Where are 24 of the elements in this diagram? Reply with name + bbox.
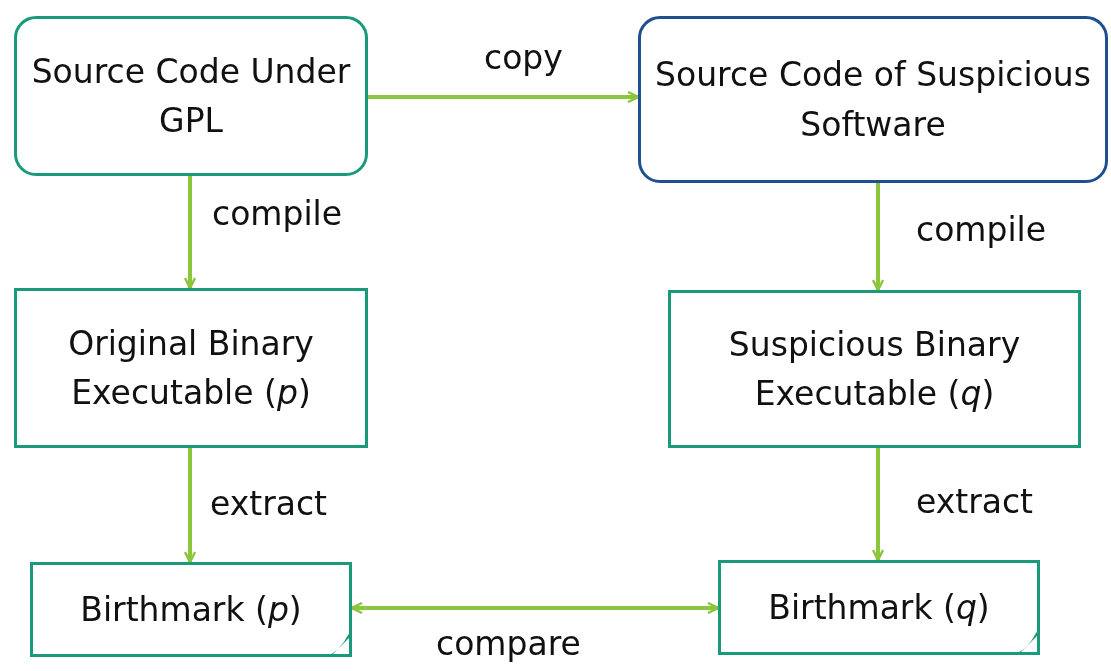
note-box	[718, 560, 1040, 655]
node-text: Suspicious Binary Executable (q)	[727, 323, 1022, 415]
arrow	[183, 176, 197, 290]
edge-label: compile	[916, 210, 1047, 249]
arrow	[871, 183, 885, 292]
arrow	[183, 448, 197, 564]
rounded-box	[638, 16, 1108, 183]
node-text: Source Code Under GPL	[30, 50, 352, 142]
process-box	[668, 290, 1081, 448]
process-box	[14, 288, 368, 448]
arrow	[368, 90, 640, 104]
arrow	[350, 601, 720, 615]
node-text: Birthmark (p)	[80, 588, 302, 631]
node-text: Source Code of Suspicious Software	[654, 54, 1092, 146]
note-box	[30, 562, 352, 657]
edge-label: compare	[436, 624, 581, 663]
node-text: Birthmark (q)	[768, 586, 990, 629]
node-text: Original Binary Executable (p)	[67, 322, 315, 414]
edge-label: copy	[484, 38, 563, 77]
edge-label: extract	[210, 484, 328, 523]
edge-label: extract	[916, 482, 1034, 521]
edge-label: compile	[212, 194, 343, 233]
arrow	[871, 448, 885, 562]
rounded-box	[14, 16, 368, 176]
